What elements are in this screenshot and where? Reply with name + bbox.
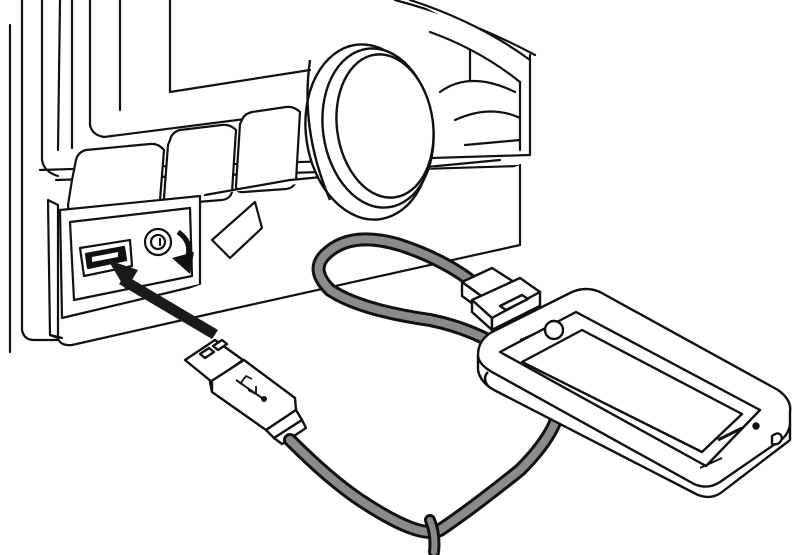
insert-arrow <box>108 260 218 339</box>
head-unit-faceplate <box>8 0 537 354</box>
phone-screen <box>520 328 744 454</box>
volume-knob <box>304 43 435 221</box>
usb-port <box>78 227 173 278</box>
flip-arrow-icon <box>172 229 194 274</box>
smartphone <box>476 287 792 499</box>
usb-plug <box>183 338 308 446</box>
